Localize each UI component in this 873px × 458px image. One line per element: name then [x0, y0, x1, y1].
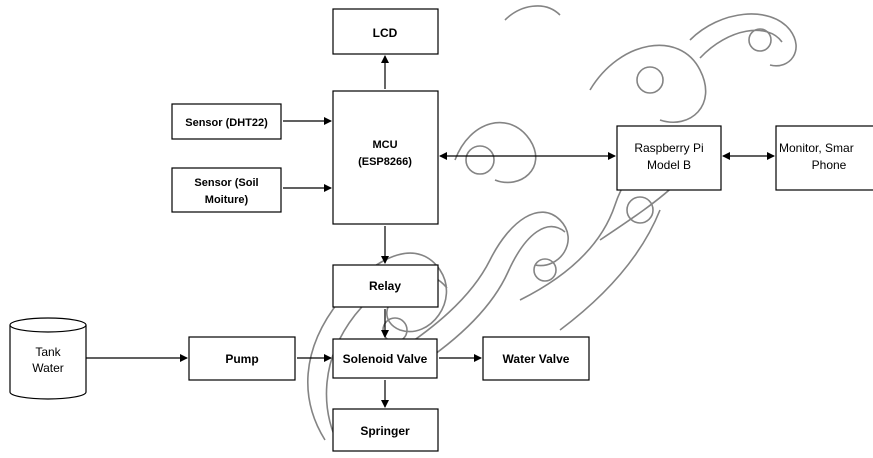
tank-label-line2: Water	[32, 361, 64, 375]
springer-label: Springer	[360, 424, 410, 438]
watermark	[307, 5, 797, 449]
block-lcd: LCD	[332, 8, 439, 55]
monitor-label-line1: Monitor, Smar	[779, 141, 854, 155]
block-sensor-soil: Sensor (Soil Moiture)	[171, 167, 282, 213]
rpi-label-line2: Model B	[647, 158, 691, 172]
block-mcu: MCU (ESP8266)	[332, 90, 439, 225]
mcu-label-line1: MCU	[372, 139, 397, 151]
mcu-label-line2: (ESP8266)	[358, 156, 412, 168]
block-water-valve: Water Valve	[482, 336, 590, 381]
block-springer: Springer	[332, 408, 439, 452]
sensor-dht22-label: Sensor (DHT22)	[185, 117, 268, 129]
sensor-soil-label-line1: Sensor (Soil	[194, 177, 258, 189]
rpi-label-line1: Raspberry Pi	[634, 141, 703, 155]
pump-label: Pump	[225, 352, 258, 366]
solenoid-label: Solenoid Valve	[343, 352, 428, 366]
connectors	[86, 55, 775, 408]
block-monitor-phone: Monitor, Smar Phone	[775, 125, 873, 191]
block-pump: Pump	[188, 336, 296, 381]
monitor-label-line2: Phone	[812, 158, 847, 172]
block-solenoid-valve: Solenoid Valve	[332, 338, 438, 379]
tank-label-line1: Tank	[35, 345, 61, 359]
block-relay: Relay	[332, 264, 439, 308]
sensor-soil-label-line2: Moiture)	[205, 194, 249, 206]
lcd-label: LCD	[373, 26, 398, 40]
relay-label: Relay	[369, 279, 401, 293]
block-sensor-dht22: Sensor (DHT22)	[171, 103, 282, 140]
block-raspberry-pi: Raspberry Pi Model B	[616, 125, 722, 191]
water-valve-label: Water Valve	[503, 352, 570, 366]
block-tank-water: Tank Water	[9, 317, 87, 400]
